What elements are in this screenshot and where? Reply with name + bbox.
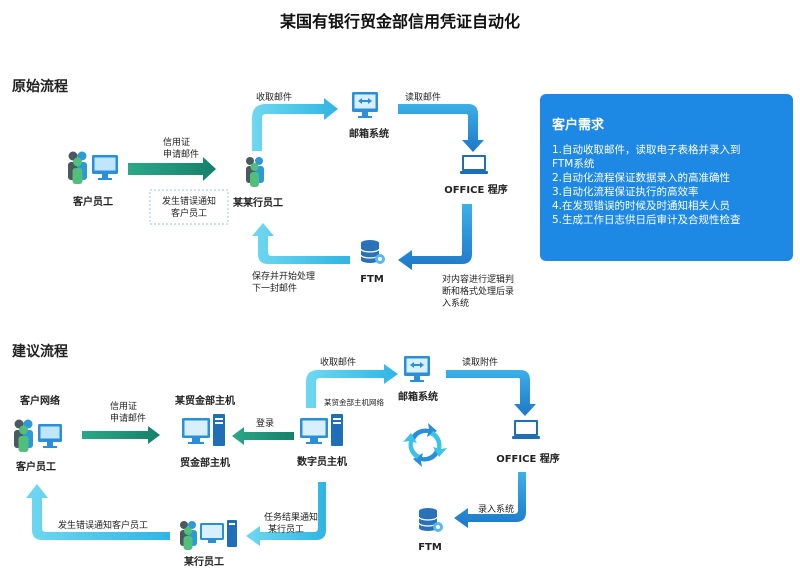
node-label: 客户员工 (15, 460, 56, 473)
requirement-item: FTM系统 (552, 157, 595, 170)
error-note-text: 客户员工 (171, 207, 207, 219)
node-label: 某某行员工 (233, 196, 283, 209)
edge-label: 任务结果通知 (264, 511, 318, 523)
employee-people-icon (246, 157, 264, 187)
apply-arrow (82, 426, 160, 444)
node-label: FTM (360, 274, 384, 285)
node-label: 某行员工 (184, 555, 224, 568)
edge-label: 某行员工 (268, 523, 304, 535)
mail-server-icon (352, 92, 378, 118)
error-note-text: 发生错误通知 (162, 195, 216, 207)
requirements-heading: 客户需求 (552, 117, 605, 133)
customer-monitor-icon (92, 155, 118, 180)
apply-arrow (128, 157, 216, 181)
edge-label: 下一封邮件 (252, 282, 297, 294)
employee-computer-icon (200, 520, 237, 547)
office-laptop-icon (460, 155, 488, 174)
node-label: OFFICE 程序 (496, 452, 560, 465)
result-arrow (246, 482, 326, 546)
edge-label: 录入系统 (478, 503, 514, 515)
edge-label: 信用证 (110, 400, 137, 412)
digital-host-icon (300, 414, 343, 446)
requirement-item: 2.自动化流程保证数据录入的高准确性 (552, 171, 730, 184)
edge-label: 收取邮件 (256, 91, 292, 103)
customer-people-icon (14, 419, 33, 452)
section-heading-proposed: 建议流程 (12, 343, 68, 360)
section-heading-original: 原始流程 (12, 78, 68, 95)
node-label: 客户员工 (72, 195, 113, 208)
cycle-icon (403, 423, 447, 467)
node-label: 贸金部主机 (180, 456, 230, 469)
edge-label: 对内容进行逻辑判 (442, 273, 514, 285)
node-label: 邮箱系统 (398, 390, 438, 403)
customer-monitor-icon (38, 424, 62, 448)
receive-arrow (306, 364, 398, 408)
requirements-panel: 客户需求 1.自动收取邮件，读取电子表格并录入到 FTM系统 2.自动化流程保证… (540, 94, 793, 261)
proposed-flow: 客户网络 客户员工 信用证 申请邮件 某贸金部主机 贸金部主机 (14, 356, 560, 568)
node-label: 数字员主机 (297, 455, 347, 468)
node-label: FTM (418, 542, 442, 553)
host-computer-icon (182, 414, 225, 446)
requirement-item: 5.生成工作日志供日后审计及合规性检查 (552, 213, 741, 226)
ftm-database-icon (360, 240, 385, 264)
error-arrow (26, 484, 170, 540)
edge-label: 断和格式处理后录 (442, 285, 514, 297)
node-label: 邮箱系统 (349, 127, 389, 140)
edge-label: 读取邮件 (405, 91, 441, 103)
requirement-item: 4.在发现错误的时候及时通知相关人员 (552, 199, 730, 212)
login-arrow (232, 427, 294, 445)
read-arrow (398, 104, 484, 152)
requirement-item: 3.自动化流程保证执行的高效率 (552, 185, 699, 198)
edge-label: 入系统 (442, 297, 469, 309)
process-arrow (398, 204, 472, 270)
read-arrow (446, 370, 536, 416)
edge-label: 登录 (256, 418, 274, 429)
original-flow: 客户员工 信用证 申请邮件 发生错误通知 客户员工 某某行员工 收取邮件 邮箱系… (68, 91, 514, 309)
edge-label: 保存并开始处理 (252, 270, 315, 282)
node-label: 客户网络 (19, 394, 60, 407)
customer-people-icon (68, 151, 87, 184)
error-note-box (149, 189, 229, 225)
ftm-database-icon (418, 508, 443, 532)
edge-label: 申请邮件 (110, 412, 146, 424)
requirement-item: 1.自动收取邮件，读取电子表格并录入到 (552, 143, 741, 156)
edge-label: 信用证 (163, 136, 190, 148)
employee-people-icon (180, 521, 197, 550)
node-label: OFFICE 程序 (444, 183, 508, 196)
page-title: 某国有银行贸金部信用凭证自动化 (279, 12, 520, 31)
edge-label: 某贸金部主机网络 (324, 397, 384, 407)
entry-arrow (454, 472, 526, 528)
office-laptop-icon (512, 420, 540, 439)
save-arrow (252, 223, 350, 264)
edge-label: 申请邮件 (163, 148, 199, 160)
receive-arrow (252, 98, 338, 151)
edge-label: 收取邮件 (320, 356, 356, 368)
edge-label: 读取附件 (462, 356, 498, 368)
node-label: 某贸金部主机 (175, 394, 235, 407)
mail-server-icon (404, 356, 430, 382)
edge-label: 发生错误通知客户员工 (58, 519, 148, 531)
